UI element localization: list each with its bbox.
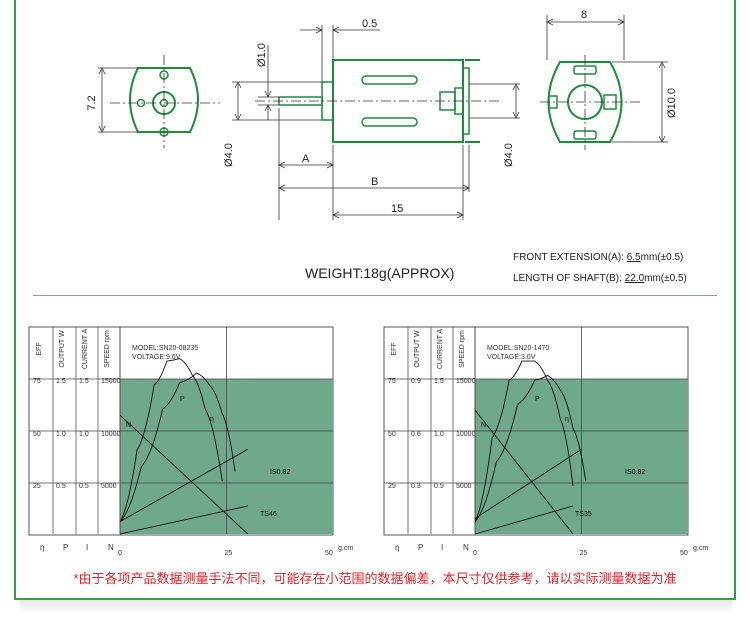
series-annotation: TS46 [260, 511, 277, 518]
x-tick-label: 25 [580, 550, 588, 557]
series-annotation: IS0.82 [270, 469, 290, 476]
column-tick-label: 1.0 [56, 431, 66, 438]
dim-10: Ø10.0 [666, 88, 678, 118]
model-label: MODEL:SN20-1470 [487, 345, 549, 352]
dim-b: B [371, 176, 378, 188]
dim-a: A [302, 153, 310, 165]
measurement-notice: *由于各项产品数据测量手法不同，可能存在小范围的数据偏差，本尺寸仅供参考，请以实… [73, 571, 677, 586]
column-header: EFF [391, 342, 398, 355]
column-tick-label: 1.5 [56, 378, 66, 385]
series-line- [474, 374, 587, 523]
column-tick-label: 50 [388, 431, 396, 438]
column-tick-label: 5000 [101, 483, 117, 490]
voltage-label: VOLTAGE:3.0V [487, 354, 536, 361]
column-header: EFF [36, 342, 43, 355]
column-header: SPEED rpm [104, 330, 111, 368]
x-tick-label: 50 [325, 550, 333, 557]
bottom-column-label: P [63, 543, 68, 552]
page-frame [14, 0, 736, 600]
bottom-column-label: P [418, 543, 423, 552]
column-tick-label: 10000 [101, 431, 121, 438]
series-annotation: P [180, 396, 185, 403]
column-header: OUTPUT W [59, 330, 66, 368]
column-tick-label: 0.5 [56, 483, 66, 490]
column-tick-label: 75 [33, 378, 41, 385]
model-label: MODEL:SN20-08235 [132, 345, 198, 352]
bottom-column-label: N [463, 543, 469, 552]
column-tick-label: 25 [388, 483, 396, 490]
column-tick-label: 1.5 [79, 378, 89, 385]
column-tick-label: 1.0 [434, 431, 444, 438]
column-tick-label: 0.5 [79, 483, 89, 490]
section-divider [33, 295, 717, 296]
column-header: CURRENT A [437, 329, 444, 370]
dim-body-diameter-left: Ø4.0 [223, 143, 235, 167]
x-tick-label: 0 [473, 550, 477, 557]
bottom-column-label: η [395, 543, 399, 552]
series-line-ts35 [474, 505, 574, 535]
column-tick-label: 0.5 [434, 483, 444, 490]
dim-body-diameter-right: Ø4.0 [503, 143, 515, 167]
bottom-column-label: N [108, 543, 114, 552]
voltage-label: VOLTAGE:9.6V [132, 354, 181, 361]
series-line-ts46 [119, 505, 248, 535]
column-header: OUTPUT W [414, 330, 421, 368]
series-annotation: TS35 [575, 511, 592, 518]
motor-drawing: 7.2 [86, 9, 678, 220]
dim-7-2: 7.2 [86, 95, 98, 110]
column-tick-label: 1.0 [79, 431, 89, 438]
column-tick-label: 0.6 [411, 431, 421, 438]
series-line-n [474, 409, 574, 535]
column-tick-label: 15000 [101, 378, 121, 385]
weight-label: WEIGHT:18g(APPROX) [305, 265, 455, 281]
column-tick-label: 10000 [456, 431, 476, 438]
series-line- [119, 372, 236, 523]
shaft-length-spec: LENGTH OF SHAFT(B): 22.0mm(±0.5) [513, 273, 687, 284]
column-tick-label: 0.3 [411, 483, 421, 490]
series-annotation: η [210, 416, 214, 423]
performance-chart-sn20-08235: EFF OUTPUT W CURRENT A SPEED rpm 75 50 25 1.5 1.… [28, 326, 353, 557]
x-tick-label: 50 [680, 550, 688, 557]
column-header: SPEED rpm [459, 330, 466, 368]
column-tick-label: 1.5 [434, 378, 444, 385]
column-tick-label: 0.9 [411, 378, 421, 385]
dim-8: 8 [581, 9, 587, 21]
series-annotation: N [126, 422, 131, 429]
series-line-p [474, 360, 574, 523]
bottom-column-label: I [441, 543, 443, 552]
x-unit-label: g.cm [693, 545, 708, 552]
series-annotation: η [565, 416, 569, 423]
series-annotation: IS0.82 [625, 469, 645, 476]
column-tick-label: 15000 [456, 378, 476, 385]
series-line-n [119, 414, 249, 535]
column-tick-label: 50 [33, 431, 41, 438]
x-unit-label: g.cm [338, 545, 353, 552]
dim-0-5: 0.5 [362, 18, 377, 30]
front-extension-spec: FRONT EXTENSION(A): 6.5mm(±0.5) [513, 252, 684, 263]
performance-chart-sn20-1470: EFF OUTPUT W CURRENT A SPEED rpm 75 50 25 0.9 0.… [383, 326, 708, 557]
column-tick-label: 75 [388, 378, 396, 385]
bottom-column-label: η [40, 543, 44, 552]
x-tick-label: 0 [118, 550, 122, 557]
dim-15: 15 [391, 203, 403, 215]
series-line-is082 [474, 448, 582, 519]
column-tick-label: 5000 [456, 483, 472, 490]
series-line-p [119, 358, 223, 523]
series-line-is082 [119, 448, 249, 522]
x-tick-label: 25 [225, 550, 233, 557]
series-annotation: P [535, 396, 540, 403]
column-header: CURRENT A [82, 329, 89, 370]
column-tick-label: 25 [33, 483, 41, 490]
bottom-column-label: I [86, 543, 88, 552]
frame-shadow [20, 600, 732, 614]
series-annotation: N [481, 422, 486, 429]
dim-shaft-diameter: Ø1.0 [256, 43, 268, 67]
